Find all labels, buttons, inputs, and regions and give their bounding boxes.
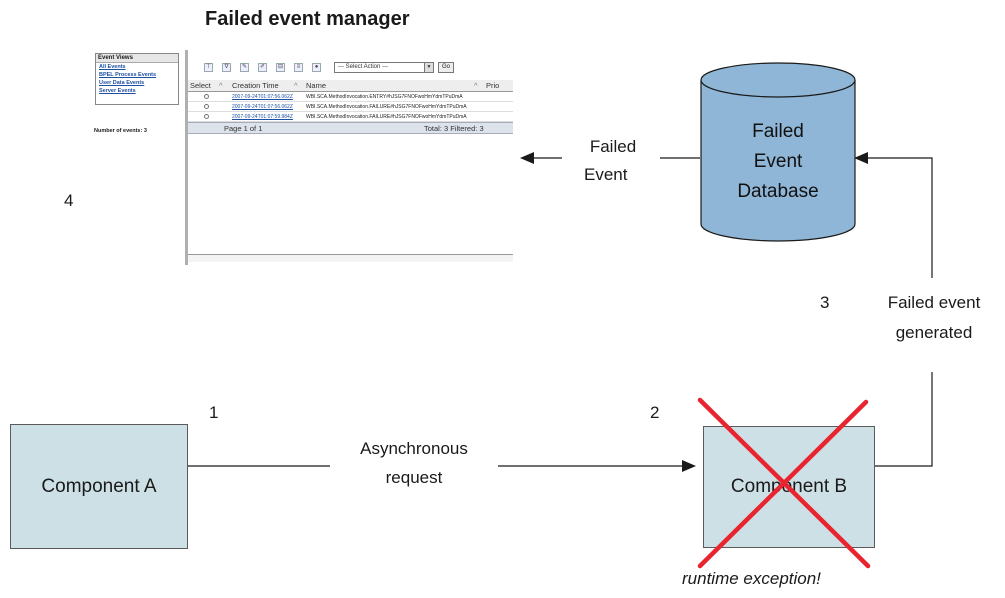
- row-creation-time[interactable]: 2007-09-24T01:07:56.062Z: [232, 104, 293, 110]
- table-row[interactable]: 2007-09-24T01:07:59.984Z WBI.SCA.MethodI…: [188, 112, 513, 122]
- row-name: WBI.SCA.MethodInvocation.FAILURE#hJSG7FN…: [306, 104, 467, 110]
- generated-line-lower: [875, 372, 933, 467]
- row-radio[interactable]: [204, 104, 209, 109]
- request-label-line: Asynchronous: [360, 439, 468, 458]
- database-arrowhead: [854, 152, 868, 164]
- table-header: Select ^ Creation Time ^ Name ^ Prio: [188, 80, 513, 92]
- component-a: Component A: [10, 424, 188, 549]
- column-header-priority[interactable]: Prio: [486, 81, 500, 90]
- go-button[interactable]: Go: [438, 62, 454, 73]
- pagination-text: Page 1 of 1: [224, 124, 263, 133]
- row-radio[interactable]: [204, 114, 209, 119]
- delete-icon[interactable]: ≡: [294, 63, 303, 72]
- edit-icon[interactable]: ✎: [240, 63, 249, 72]
- sort-icon: ^: [219, 81, 223, 90]
- event-count: Number of events: 3: [94, 128, 147, 134]
- failed-event-label-line: Failed: [589, 137, 637, 156]
- event-views-title: Event Views: [96, 54, 178, 63]
- clear-icon[interactable]: ⊟: [276, 63, 285, 72]
- sort-icon: ^: [474, 81, 478, 90]
- generated-label-line: Failed event: [887, 293, 981, 312]
- column-header-creation-time[interactable]: Creation Time: [232, 81, 279, 90]
- manager-arrowhead: [520, 152, 534, 164]
- tool-icon[interactable]: ✐: [258, 63, 267, 72]
- step-number-2: 2: [650, 403, 660, 422]
- database-label-line: Event: [753, 151, 803, 172]
- nav-link-all-events[interactable]: All Events: [99, 64, 126, 70]
- table-row[interactable]: 2007-09-24T01:07:56.062Z WBI.SCA.MethodI…: [188, 102, 513, 112]
- row-name: WBI.SCA.MethodInvocation.FAILURE#hJSG7FN…: [306, 114, 467, 120]
- diagram-title: Failed event manager: [205, 8, 410, 30]
- database-label: Failed Event Database: [718, 117, 838, 207]
- event-views-panel: Event Views All Events BPEL Process Even…: [93, 50, 185, 265]
- generated-label-line: generated: [895, 323, 973, 342]
- events-table-panel: ⊤ ∇ ✎ ✐ ⊟ ≡ ● --- Select Action --- ▼ Go…: [185, 50, 513, 265]
- column-header-name[interactable]: Name: [306, 81, 327, 90]
- exception-label: runtime exception!: [682, 569, 821, 588]
- generated-line-upper: [866, 157, 933, 278]
- step-number-3: 3: [820, 293, 830, 312]
- nav-link-bpel-events[interactable]: BPEL Process Events: [99, 72, 157, 78]
- request-label: Asynchronous request: [330, 438, 498, 489]
- filter-icon[interactable]: ∇: [222, 63, 231, 72]
- events-toolbar: ⊤ ∇ ✎ ✐ ⊟ ≡ ● --- Select Action --- ▼ Go: [188, 60, 513, 78]
- request-arrowhead: [682, 460, 696, 472]
- row-creation-time[interactable]: 2007-09-24T01:07:59.984Z: [232, 114, 293, 120]
- failed-event-manager-screenshot: Event Views All Events BPEL Process Even…: [93, 50, 513, 265]
- select-action-dropdown[interactable]: --- Select Action --- ▼: [334, 62, 434, 73]
- nav-link-user-data-events[interactable]: User Data Events: [99, 80, 145, 86]
- failed-event-label-line: Event: [584, 165, 628, 184]
- database-cylinder: [700, 62, 856, 242]
- select-action-value: --- Select Action ---: [338, 64, 389, 70]
- sort-icon: ^: [294, 81, 298, 90]
- table-footer: Page 1 of 1 Total: 3 Filtered: 3: [188, 122, 513, 134]
- failed-event-label: Failed Event: [568, 136, 658, 186]
- row-creation-time[interactable]: 2007-09-24T01:07:56.062Z: [232, 94, 293, 100]
- step-number-4: 4: [64, 191, 74, 210]
- event-views-box: Event Views All Events BPEL Process Even…: [95, 53, 179, 105]
- row-radio[interactable]: [204, 94, 209, 99]
- generated-label: Failed event generated: [866, 292, 1002, 344]
- row-name: WBI.SCA.MethodInvocation.ENTRY#hJSG7FNOF…: [306, 94, 463, 100]
- component-a-label: Component A: [41, 475, 157, 497]
- database-label-line: Database: [737, 181, 819, 202]
- cross-stroke: [697, 399, 869, 569]
- nav-link-server-events[interactable]: Server Events: [99, 88, 136, 94]
- chevron-down-icon: ▼: [424, 63, 433, 72]
- step-number-1: 1: [209, 403, 219, 422]
- table-row[interactable]: 2007-09-24T01:07:56.062Z WBI.SCA.MethodI…: [188, 92, 513, 102]
- database-label-line: Failed: [752, 121, 804, 142]
- totals-text: Total: 3 Filtered: 3: [424, 124, 484, 133]
- horizontal-scrollbar[interactable]: [188, 254, 513, 262]
- request-label-line: request: [385, 468, 443, 487]
- column-header-select[interactable]: Select: [190, 81, 211, 90]
- settings-icon[interactable]: ●: [312, 63, 321, 72]
- select-all-icon[interactable]: ⊤: [204, 63, 213, 72]
